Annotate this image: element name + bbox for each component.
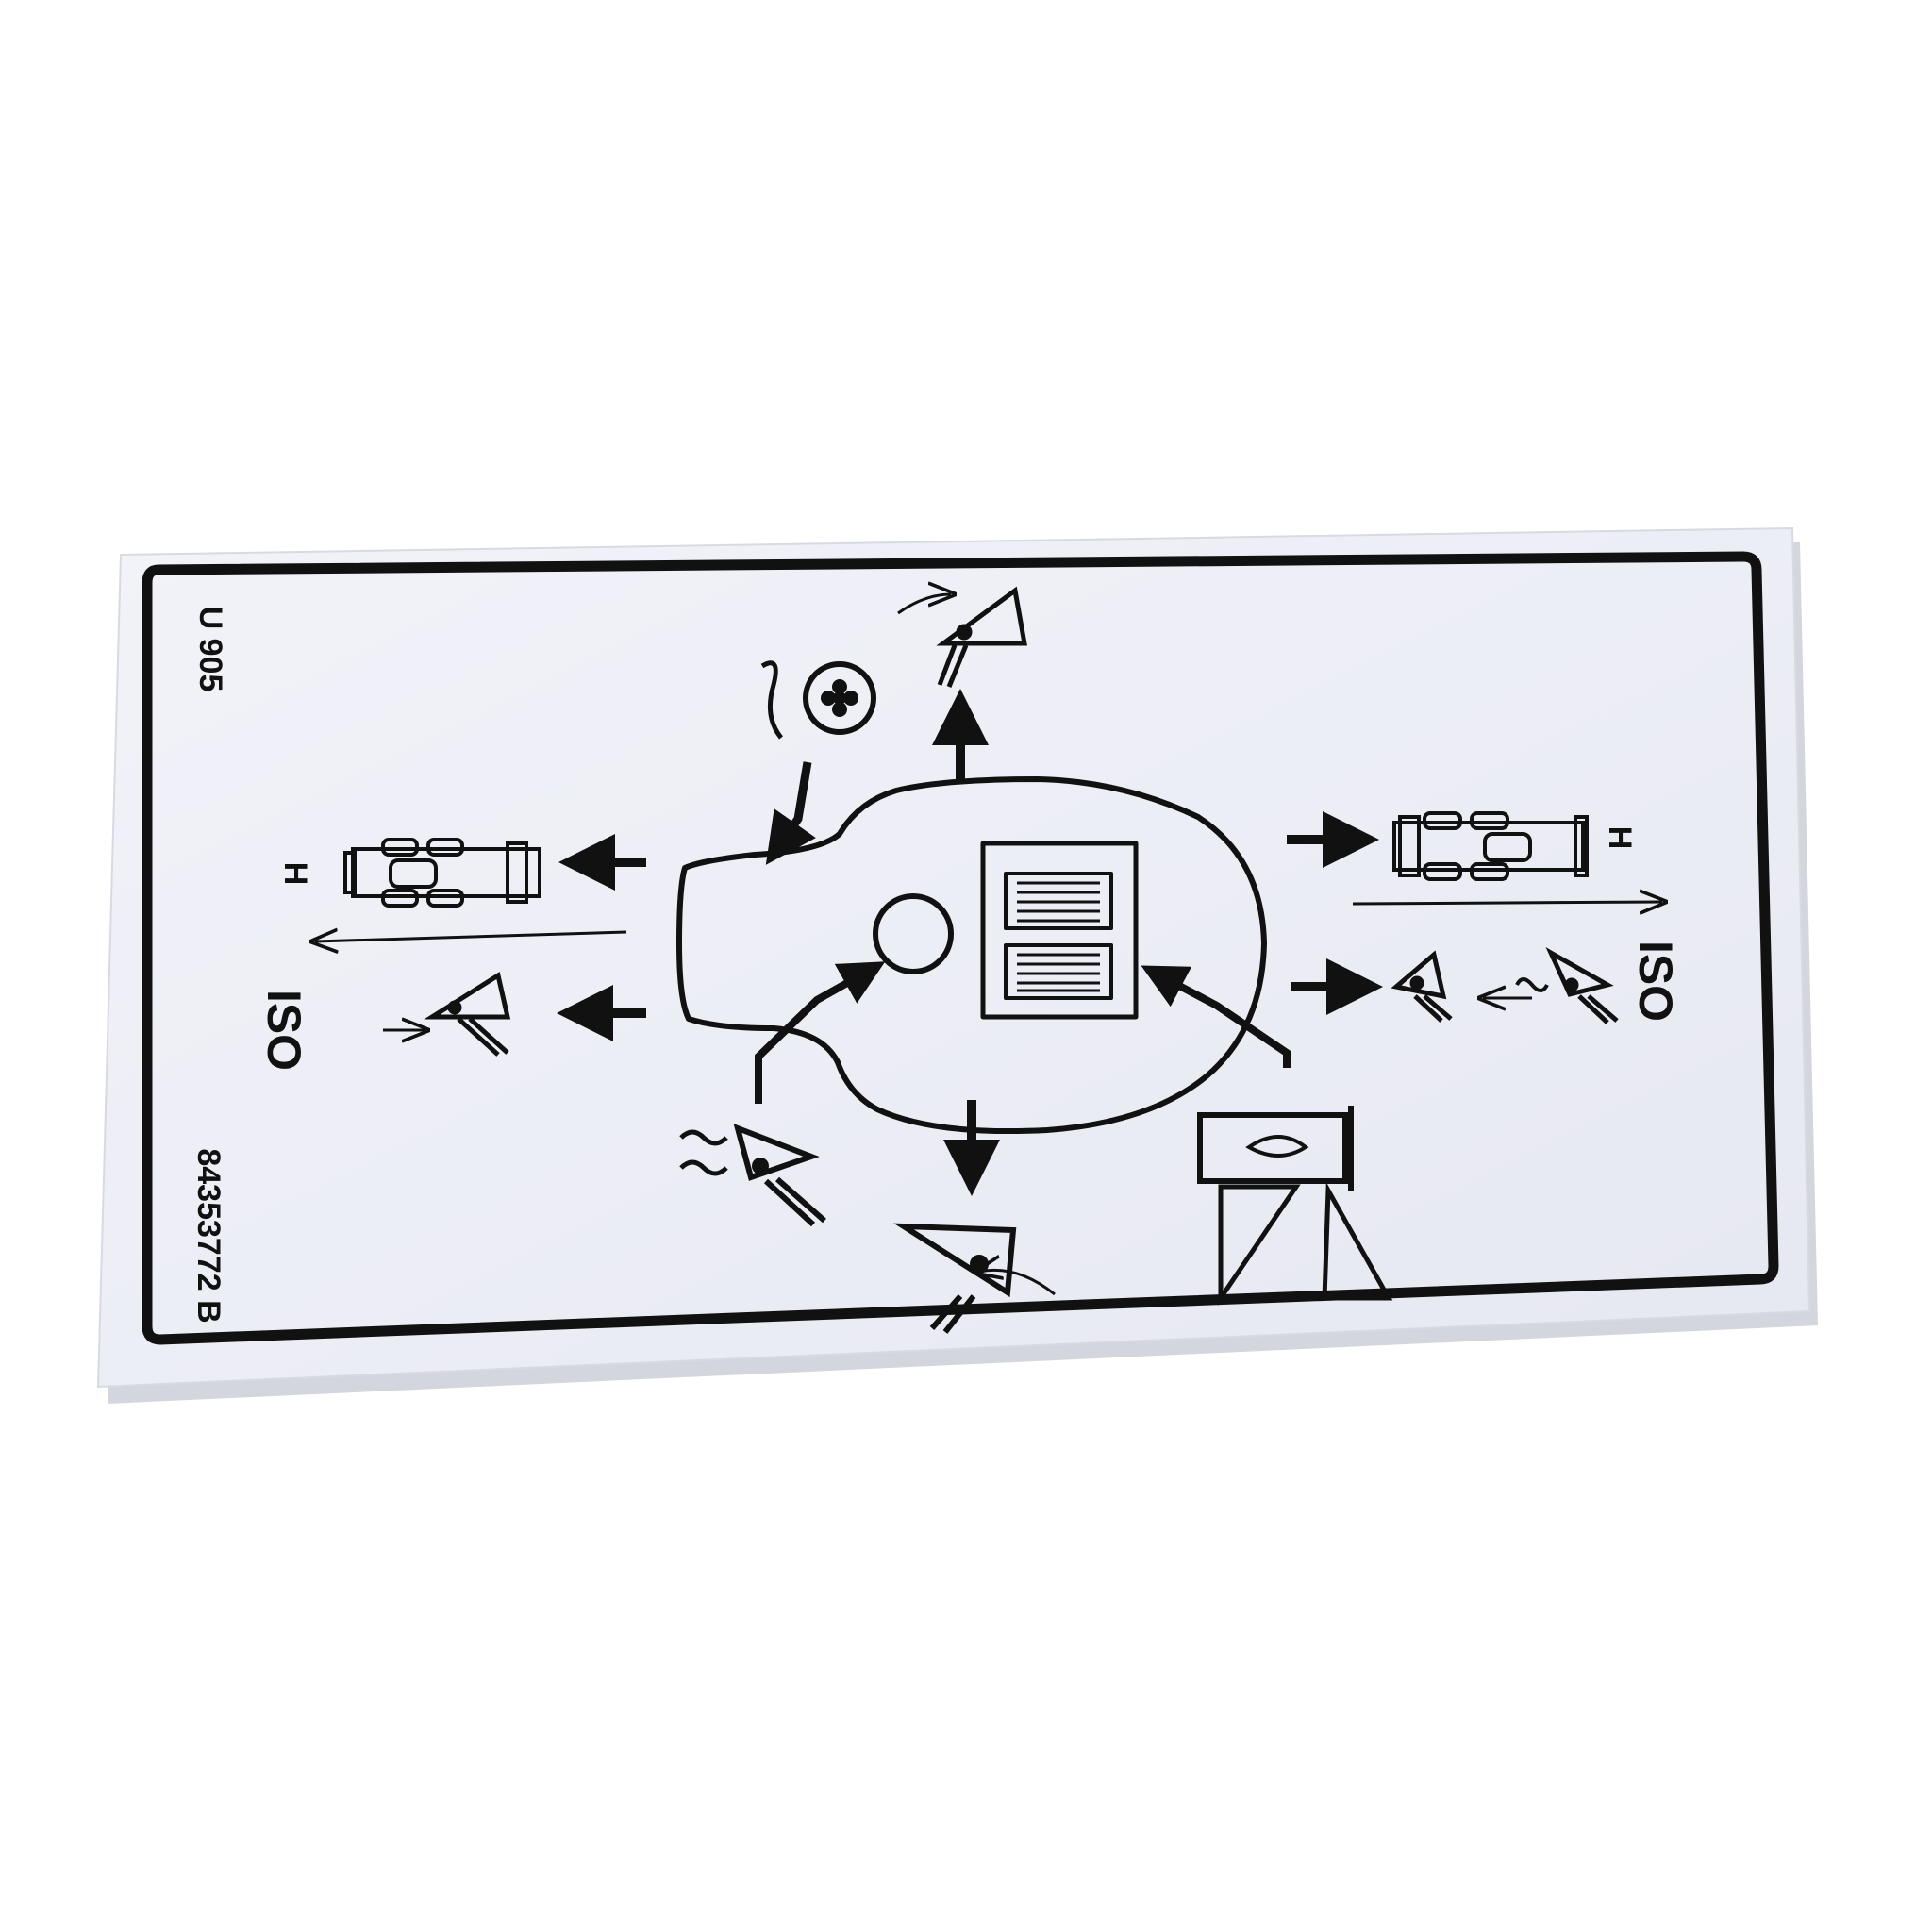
warning-triangle-icon: [1218, 1181, 1393, 1307]
bottom-left-bucket-icon: [679, 1124, 826, 1227]
corner-code: U 905: [192, 607, 228, 692]
fuel-tank-icon: [1197, 1106, 1354, 1191]
left-speed-label: H: [277, 862, 313, 886]
decal-sheet: [96, 526, 1818, 1404]
part-number: 84353772 B: [191, 1148, 226, 1323]
bottom-bucket-icon: [893, 1223, 1056, 1334]
travel-arrows: [315, 902, 1662, 941]
joystick-pattern-icon: [676, 776, 1267, 1135]
right-tractor-icon: [1392, 811, 1589, 881]
decal-border: [142, 551, 1779, 1345]
tire-icon: [760, 660, 876, 740]
right-bucket-icon-2: [1483, 947, 1619, 1024]
right-iso-label: ISO: [1629, 941, 1682, 1022]
left-tractor-icon: [343, 838, 541, 908]
left-bucket-icon: [383, 972, 511, 1057]
right-bucket-icon-1: [1391, 950, 1453, 1023]
direction-arrows: [557, 689, 1383, 1196]
left-iso-label: ISO: [258, 990, 310, 1071]
right-speed-label: H: [1602, 826, 1638, 850]
top-bucket-icon: [897, 591, 1027, 688]
